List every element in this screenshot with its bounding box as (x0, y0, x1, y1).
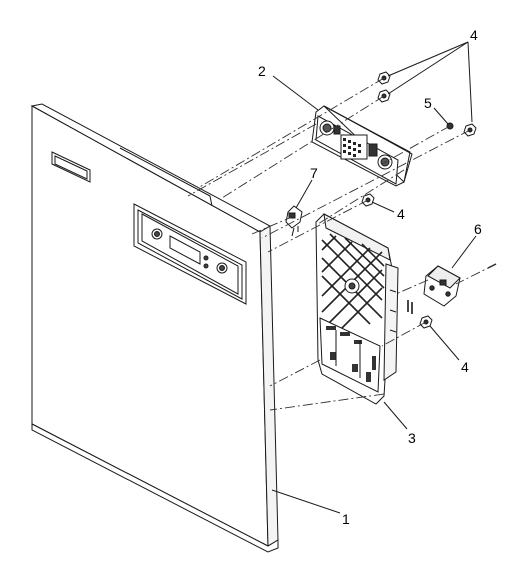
callout-5: 5 (424, 95, 432, 111)
alignment-lines (187, 77, 497, 411)
callout-2: 2 (258, 63, 266, 79)
callout-1: 1 (342, 511, 350, 527)
callout-4-lower: 4 (461, 359, 469, 375)
door-panel (30, 103, 279, 553)
callout-3: 3 (408, 430, 416, 446)
callout-7: 7 (310, 165, 318, 181)
callout-6: 6 (474, 221, 482, 237)
leader-lines (271, 41, 477, 514)
callout-4-top: 4 (470, 27, 478, 43)
clip-bracket (285, 205, 303, 237)
switch-module (423, 265, 461, 307)
door-console-window (133, 203, 247, 305)
callout-labels: 1 2 3 4 4 4 5 6 7 (258, 27, 482, 527)
console-housing (315, 213, 399, 405)
callout-4-middle: 4 (397, 206, 405, 222)
